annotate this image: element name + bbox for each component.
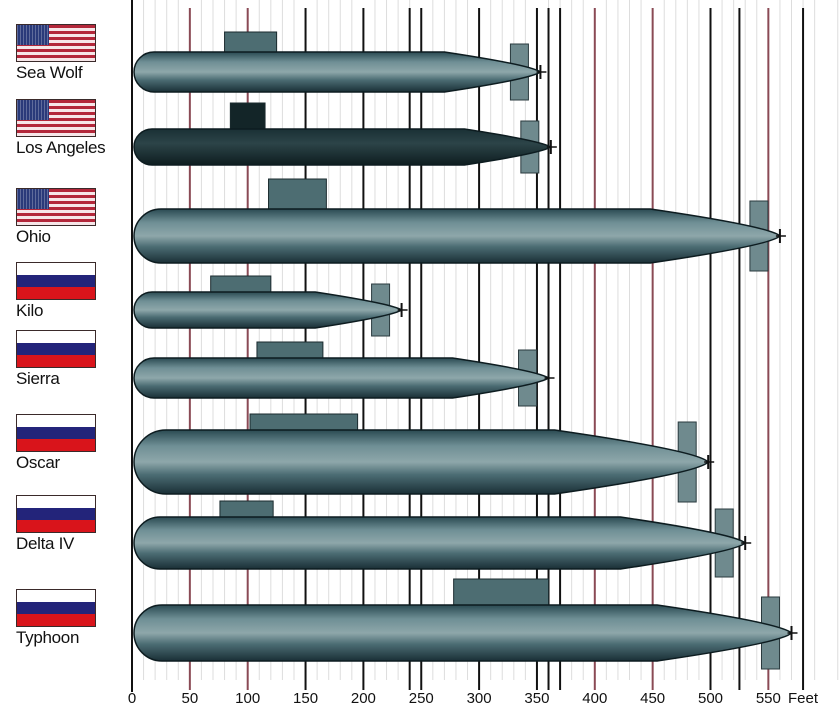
hull — [133, 51, 542, 93]
russia-flag — [16, 495, 96, 533]
submarine-name: Oscar — [16, 453, 60, 472]
us-flag — [16, 188, 96, 226]
hull — [133, 291, 403, 329]
submarine-ohio — [133, 178, 786, 272]
submarine-typhoon — [133, 578, 798, 670]
hull — [133, 357, 550, 399]
submarine-sea-wolf — [133, 31, 547, 101]
hull — [133, 429, 710, 495]
x-tick-label: 550 — [755, 690, 781, 707]
submarine-name: Sierra — [16, 369, 60, 388]
us-flag — [16, 99, 96, 137]
submarine-name: Kilo — [16, 301, 44, 320]
x-tick-label: 150 — [293, 690, 319, 707]
sail — [229, 102, 266, 132]
sail — [224, 31, 278, 55]
x-tick-label: 400 — [582, 690, 608, 707]
x-tick-label: 100 — [235, 690, 261, 707]
x-tick-label: 500 — [697, 690, 724, 707]
hull — [133, 128, 553, 166]
x-tick-label: 350 — [524, 690, 550, 707]
russia-flag — [16, 414, 96, 452]
x-tick-label: 0 — [127, 690, 137, 707]
submarine-oscar — [133, 413, 715, 503]
hull — [133, 516, 747, 570]
submarine-los-angeles — [133, 102, 557, 174]
x-tick-label: 250 — [408, 690, 434, 707]
x-tick-label: 300 — [466, 690, 492, 707]
submarine-name: Ohio — [16, 227, 51, 246]
hull — [133, 208, 782, 264]
sail — [268, 178, 327, 212]
submarine-name: Sea Wolf — [16, 63, 83, 82]
submarine-name: Typhoon — [16, 628, 80, 647]
x-tick-label: 50 — [181, 690, 199, 707]
russia-flag — [16, 330, 96, 368]
x-axis-unit-label: Feet — [788, 690, 819, 707]
x-tick-label: 450 — [640, 690, 666, 707]
submarine-delta-iv — [133, 500, 752, 578]
hull — [133, 604, 793, 662]
sail — [453, 578, 550, 608]
russia-flag — [16, 262, 96, 300]
submarine-sierra — [133, 341, 555, 407]
russia-flag — [16, 589, 96, 627]
submarine-name: Delta IV — [16, 534, 75, 553]
submarine-kilo — [133, 275, 408, 337]
x-tick-label: 200 — [350, 690, 376, 707]
us-flag — [16, 24, 96, 62]
submarine-name: Los Angeles — [16, 138, 106, 157]
